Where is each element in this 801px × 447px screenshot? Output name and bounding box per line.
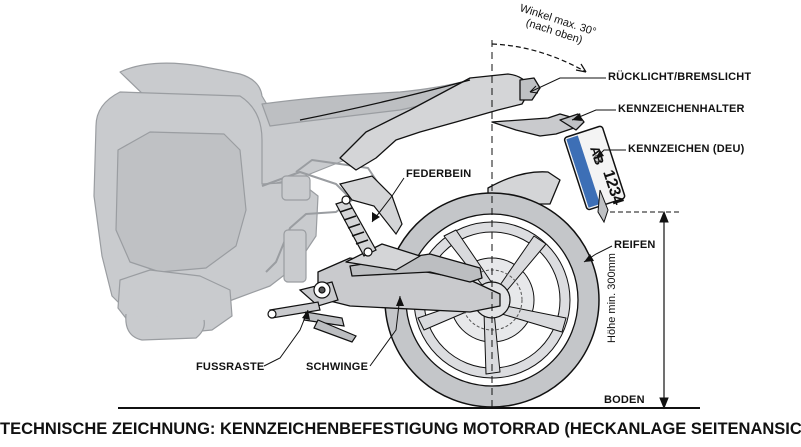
label-kennzeichenhalter: KENNZEICHENHALTER	[618, 103, 745, 115]
reference-lines	[118, 40, 700, 410]
swingarm	[317, 243, 501, 313]
figure-caption: TECHNISCHE ZEICHNUNG: KENNZEICHENBEFESTI…	[0, 420, 801, 438]
leader-arrowheads	[302, 113, 604, 320]
label-schwinge: SCHWINGE	[306, 361, 369, 373]
label-ruecklicht: RÜCKLICHT/BREMSLICHT	[608, 71, 752, 83]
label-reifen: REIFEN	[614, 239, 656, 251]
label-kennzeichen: KENNZEICHEN (DEU)	[628, 143, 745, 155]
label-fussraste: FUSSRASTE	[196, 361, 265, 373]
footpeg-assembly	[267, 281, 357, 343]
label-boden: BODEN	[604, 394, 645, 406]
label-federbein: FEDERBEIN	[406, 168, 472, 180]
leader-lines	[263, 77, 626, 367]
rear-shock	[335, 175, 403, 257]
ghosted-front-body	[93, 62, 501, 341]
license-plate	[563, 125, 626, 211]
plate-text-line1: AB	[587, 144, 607, 166]
height-dimension-label: Höhe min. 300mm	[606, 253, 618, 343]
plate-bracket	[597, 189, 609, 224]
